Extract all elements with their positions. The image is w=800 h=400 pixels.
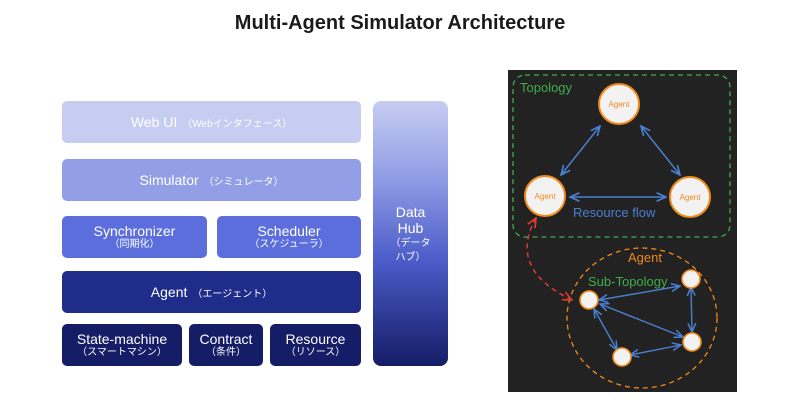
synchronizer-sublabel: （同期化）	[109, 239, 160, 251]
contract-label: Contract	[199, 331, 253, 348]
data-hub-label-line2: Hub	[397, 220, 424, 236]
sub-topology-label: Sub-Topology	[588, 274, 668, 289]
sub-node-4	[612, 347, 632, 367]
sub-link-1	[599, 286, 680, 300]
agent-group-label: Agent	[628, 250, 662, 265]
sub-node-2	[579, 290, 599, 310]
web-ui-label: Web UI	[130, 113, 178, 130]
state-machine-label: State-machine	[76, 331, 168, 348]
agent-sublabel: （エージェント）	[192, 288, 273, 300]
resource-sublabel: （リソース）	[285, 347, 346, 359]
sub-node-3	[682, 332, 702, 352]
data-hub-block: Data Hub （データ ハブ）	[373, 101, 448, 366]
agent-node-left: Agent	[524, 175, 566, 217]
scheduler-block: Scheduler （スケジューラ）	[217, 216, 361, 258]
simulator-sublabel: （シミュレータ）	[203, 176, 284, 188]
sub-link-2	[691, 287, 692, 332]
simulator-block: Simulator （シミュレータ）	[62, 159, 361, 201]
resource-block: Resource （リソース）	[270, 324, 361, 366]
data-hub-label-line1: Data	[395, 203, 426, 220]
link-top-left	[561, 126, 600, 175]
data-hub-sublabel-line1: （データ	[390, 238, 431, 250]
scheduler-sublabel: （スケジューラ）	[249, 239, 329, 251]
synchronizer-block: Synchronizer （同期化）	[62, 216, 207, 258]
agent-node-top-label: Agent	[609, 100, 631, 109]
link-agent-subtopology	[526, 218, 572, 300]
sub-link-5	[630, 345, 681, 355]
data-hub-sublabel-line2: ハブ）	[395, 251, 426, 263]
agent-node-right: Agent	[669, 176, 711, 218]
scheduler-label: Scheduler	[257, 223, 321, 240]
sub-node-1	[681, 269, 701, 289]
agent-block: Agent （エージェント）	[62, 271, 361, 313]
state-machine-sublabel: （スマートマシン）	[77, 347, 167, 359]
web-ui-block: Web UI （Webインタフェース）	[62, 101, 361, 143]
resource-flow-label: Resource flow	[573, 205, 656, 220]
resource-label: Resource	[285, 331, 346, 348]
topology-label: Topology	[520, 80, 573, 95]
page-title: Multi-Agent Simulator Architecture	[234, 12, 566, 34]
agent-group-border	[566, 247, 718, 389]
agent-node-right-label: Agent	[680, 193, 702, 202]
agent-node-left-label: Agent	[535, 192, 557, 201]
agent-node-top: Agent	[598, 83, 640, 125]
contract-sublabel: （条件）	[206, 347, 246, 359]
synchronizer-label: Synchronizer	[93, 223, 176, 240]
sub-link-4	[600, 304, 683, 337]
link-top-right	[641, 126, 680, 175]
contract-block: Contract （条件）	[189, 324, 263, 366]
simulator-label: Simulator	[139, 171, 199, 188]
state-machine-block: State-machine （スマートマシン）	[62, 324, 182, 366]
topology-group-border	[512, 74, 731, 238]
sub-link-3	[594, 309, 617, 350]
agent-label: Agent	[150, 283, 188, 300]
web-ui-sublabel: （Webインタフェース）	[182, 118, 293, 130]
